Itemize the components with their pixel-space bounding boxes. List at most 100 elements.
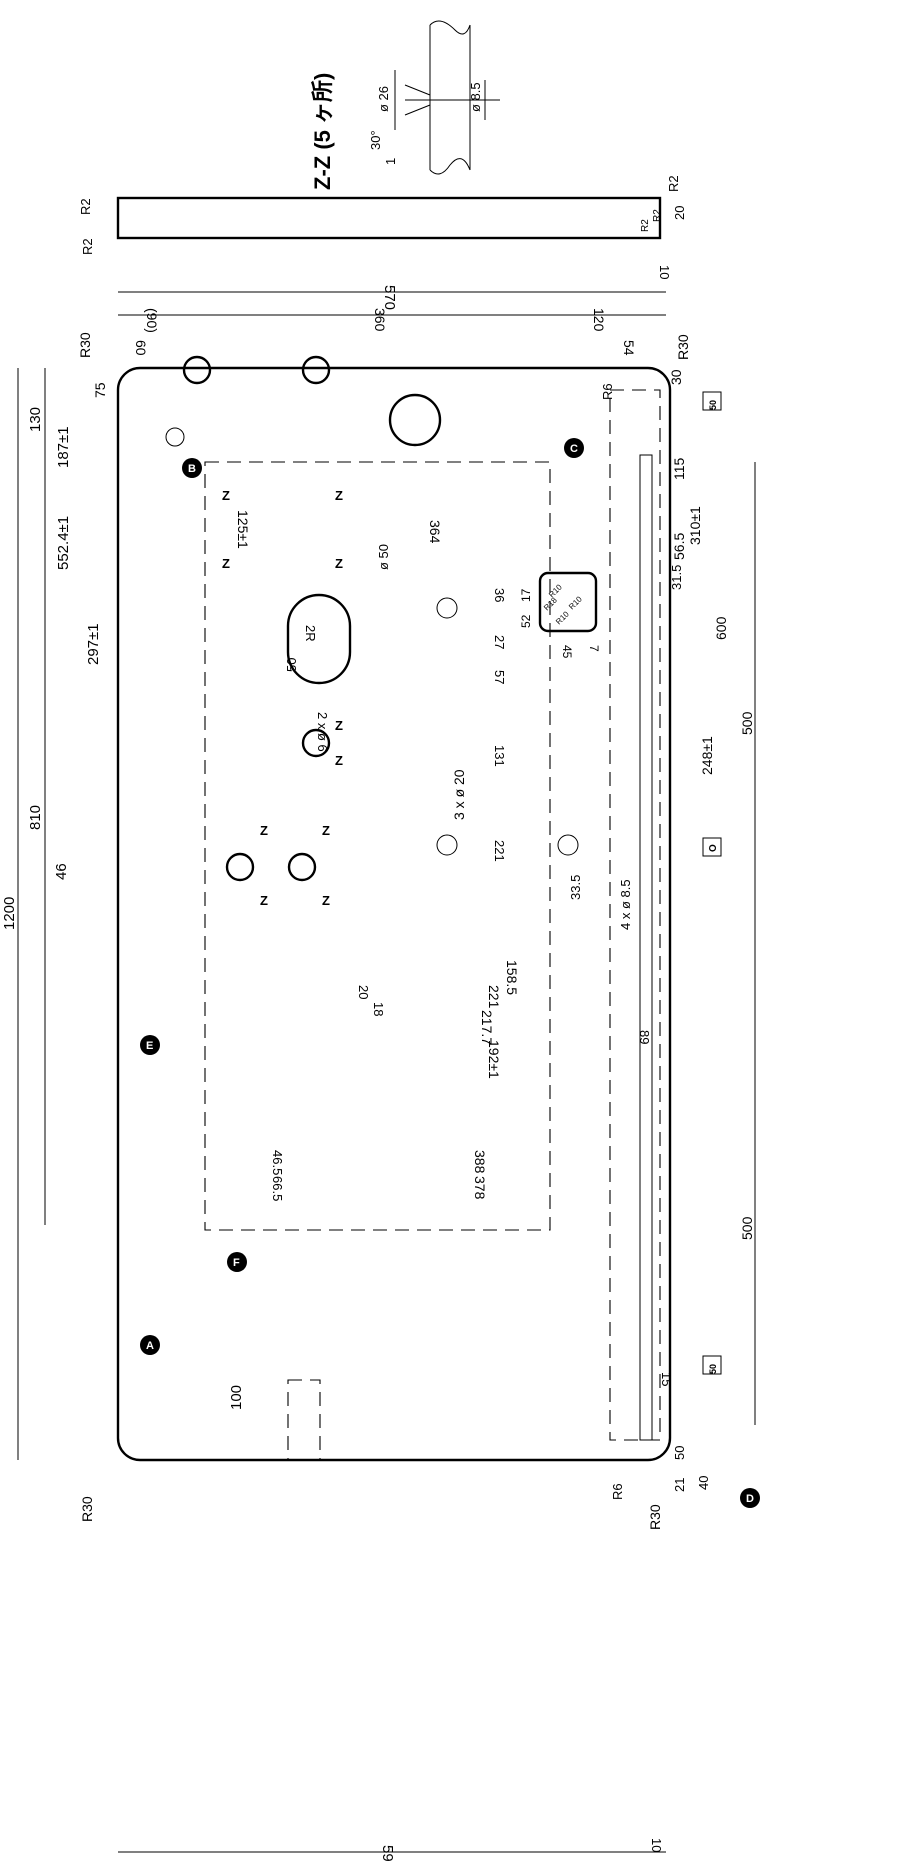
left-dimensions: 130 187±1 552.4±1 297±1 810 46 100 <box>27 407 245 1410</box>
callout-d: D <box>740 1488 760 1508</box>
int-dim-8: 17 <box>519 588 533 602</box>
int-dim-27: 192±1 <box>486 1040 502 1079</box>
z-mark-1: Z <box>335 488 343 503</box>
counterbore-5 <box>287 852 317 882</box>
right-dim-3: 31.5 <box>669 565 684 590</box>
callout-e: E <box>140 1035 160 1055</box>
right-dim-9: 21 <box>672 1478 687 1492</box>
corner-radii: R30 R30 R30 R30 R6 R6 <box>77 332 691 1530</box>
section-dia-26: ø 26 <box>376 86 391 112</box>
counterbore-2 <box>301 355 331 385</box>
svg-text:C: C <box>570 443 578 455</box>
stamp-50-top: 50 <box>702 391 722 411</box>
int-dim-22: 158.5 <box>504 960 520 995</box>
top-dim-3: 360 <box>372 308 388 332</box>
interior-dimensions: 125±1 364 ø 50 36 2R 50 57 27 17 52 45 7… <box>235 510 664 1852</box>
right-dim-5: 500 <box>739 711 755 735</box>
right-dim-11: 15 <box>659 1372 674 1386</box>
int-dim-0: 125±1 <box>235 510 251 549</box>
side-thickness: 20 <box>672 206 687 220</box>
int-dim-20: 33.5 <box>568 875 583 900</box>
int-dim-32: 66.5 <box>270 1176 285 1201</box>
radius-bottom-right: R30 <box>647 1504 663 1530</box>
svg-text:B: B <box>188 463 196 475</box>
side-r2-inner-2: R2 <box>652 209 663 222</box>
int-dim-5: 50 <box>284 658 299 672</box>
int-dim-25: 217.7 <box>479 1010 495 1045</box>
int-dim-15: R18 <box>542 595 559 612</box>
int-dim-24: 20 <box>356 985 371 999</box>
side-bar <box>116 196 662 240</box>
section-outline <box>429 20 471 175</box>
stamp-50-bottom: 50 <box>702 1355 722 1375</box>
right-dim-7: 500 <box>739 1216 755 1240</box>
hole-dia-50 <box>388 393 442 447</box>
int-dim-17: 131 <box>492 745 507 767</box>
hole-20-b <box>557 834 579 856</box>
right-dim-2: 56.5 <box>671 533 687 560</box>
int-dim-4: 2R <box>303 625 318 642</box>
square-cutout <box>538 571 598 633</box>
ruler-strip <box>639 454 653 1441</box>
int-dim-11: 7 <box>587 645 601 652</box>
int-dim-33: 10 <box>649 1838 664 1852</box>
right-dim-10: 40 <box>696 1476 711 1490</box>
int-dim-23: 221 <box>486 985 502 1009</box>
top-dim-2: 75 <box>92 382 108 398</box>
radius-top-right: R30 <box>675 334 691 360</box>
z-mark-3: Z <box>335 556 343 571</box>
top-dim-5: 54 <box>621 340 637 356</box>
int-dim-19: 221 <box>492 840 507 862</box>
right-dim-8: 50 <box>672 1446 687 1460</box>
z-mark-2: Z <box>222 556 230 571</box>
int-dim-18: 3 x ø 20 <box>451 769 467 820</box>
top-dimensions: 60 (90) 75 360 120 54 30 <box>92 308 684 398</box>
left-dim-6: 100 <box>228 1385 245 1410</box>
int-dim-10: 45 <box>560 645 574 659</box>
stamp-o: O <box>702 837 722 857</box>
top-dim-0: 60 <box>133 340 149 356</box>
svg-text:D: D <box>746 1493 754 1505</box>
dim-1200: 1200 <box>1 897 18 930</box>
overall-dimensions: 1200 570 590 <box>1 285 398 1862</box>
main-plate <box>17 291 756 1853</box>
svg-text:50: 50 <box>708 400 718 410</box>
callout-c: C <box>564 438 584 458</box>
hole-20-a <box>436 834 458 856</box>
left-dim-5: 46 <box>53 863 70 880</box>
dashed-frame-right <box>609 389 661 1441</box>
section-view-zz: Z-Z (5 ヶ所) ø 26 ø 8.5 30° 1 <box>310 20 500 190</box>
counterbore-1 <box>182 355 212 385</box>
callout-f: F <box>227 1252 247 1272</box>
radius-bottom-left: R30 <box>79 1496 95 1522</box>
callout-a: A <box>140 1335 160 1355</box>
countersink <box>404 84 431 116</box>
radius-small-top-right: R6 <box>600 383 615 400</box>
right-dimensions: 115 310±1 56.5 31.5 600 500 248±1 500 50… <box>659 457 755 1492</box>
callouts: A B C D E F <box>140 438 760 1508</box>
int-dim-26: 18 <box>371 1002 386 1016</box>
svg-text:F: F <box>233 1257 240 1269</box>
int-dim-29: 388 <box>472 1150 488 1174</box>
side-r2-top-left: R2 <box>78 198 93 215</box>
section-depth: 1 <box>383 158 398 165</box>
z-mark-9: Z <box>322 893 330 908</box>
int-dim-31: 378 <box>472 1176 488 1200</box>
int-dim-7: 27 <box>492 635 507 649</box>
int-dim-3: 36 <box>492 588 507 602</box>
left-dim-4: 810 <box>27 805 44 830</box>
z-mark-5: Z <box>335 753 343 768</box>
side-r2-top-right: R2 <box>666 175 681 192</box>
svg-text:O: O <box>708 844 719 852</box>
right-dim-1: 310±1 <box>687 506 703 545</box>
int-dim-1: 364 <box>427 520 443 544</box>
int-dim-16: 2 x ø 6 <box>315 712 330 752</box>
z-mark-4: Z <box>335 718 343 733</box>
int-dim-21: 4 x ø 8.5 <box>618 879 633 930</box>
dim-570: 570 <box>381 285 398 310</box>
side-r2-inner-1: R2 <box>640 219 651 232</box>
side-view: R2 R2 R2 R2 R2 20 10 <box>78 175 687 279</box>
dashed-frame-left <box>287 1379 321 1461</box>
slot-oval <box>286 593 352 685</box>
